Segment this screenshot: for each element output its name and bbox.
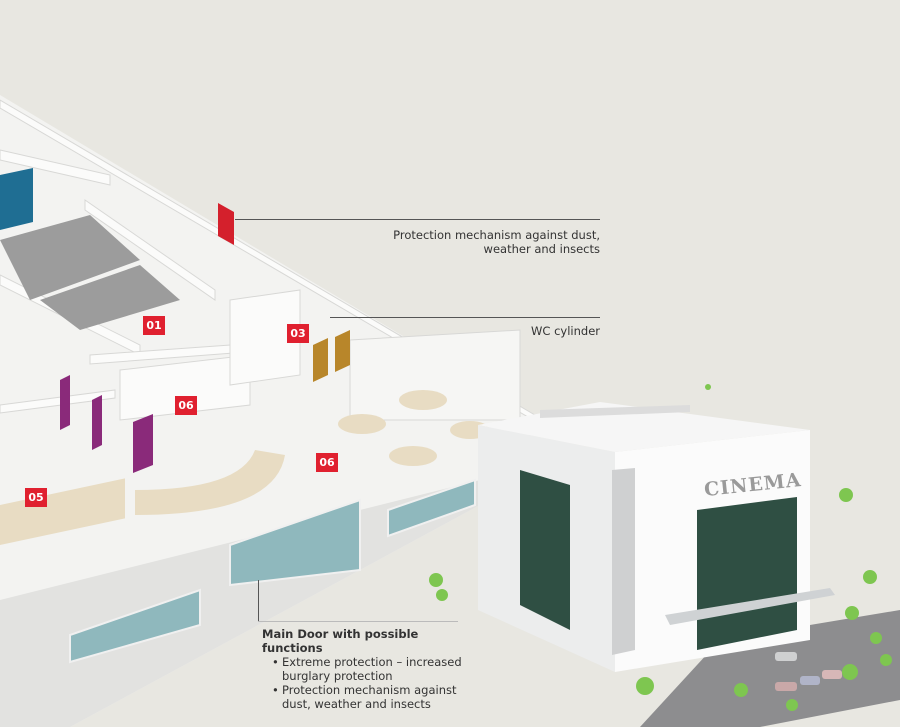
cinema-front-glass [697,497,797,650]
door-red [218,203,234,245]
list-item: Protection mechanism against dust, weath… [272,683,462,711]
cinema-seats [0,215,180,330]
door-purple-1 [60,375,70,430]
cinema-side-glass [520,470,570,630]
door-brown-1 [313,338,328,382]
reception-desk [0,478,125,545]
callout-main-door-list: Extreme protection – increased burglary … [262,655,462,711]
zone-badge-06-a: 06 [175,396,197,415]
trees [429,384,892,711]
door-brown-2 [335,330,350,372]
zone-badge-01: 01 [143,316,165,335]
bar-counter [135,450,285,515]
callout-main-door-title: Main Door with possible functions [262,627,419,655]
zone-badge-05: 05 [25,488,47,507]
list-item: Extreme protection – increased burglary … [272,655,462,683]
zone-badge-06-b: 06 [316,453,338,472]
door-purple-3 [133,414,153,473]
callout-wc-cylinder: WC cylinder [531,324,600,338]
door-purple-2 [92,395,102,450]
road [640,610,900,727]
windows [69,478,476,664]
callout-dust-protection: Protection mechanism against dust, weath… [393,228,600,256]
cars [775,652,842,691]
interior-walls [0,99,541,425]
leader-line-main-door-h [258,621,458,622]
leader-line-main-door [258,580,259,622]
zone-badge-03: 03 [287,324,309,343]
canopy [665,588,835,625]
callout-main-door: Main Door with possible functions Extrem… [262,627,462,711]
leader-line-wc [330,317,600,318]
leader-line-top [235,219,600,220]
door-blue [0,168,33,230]
